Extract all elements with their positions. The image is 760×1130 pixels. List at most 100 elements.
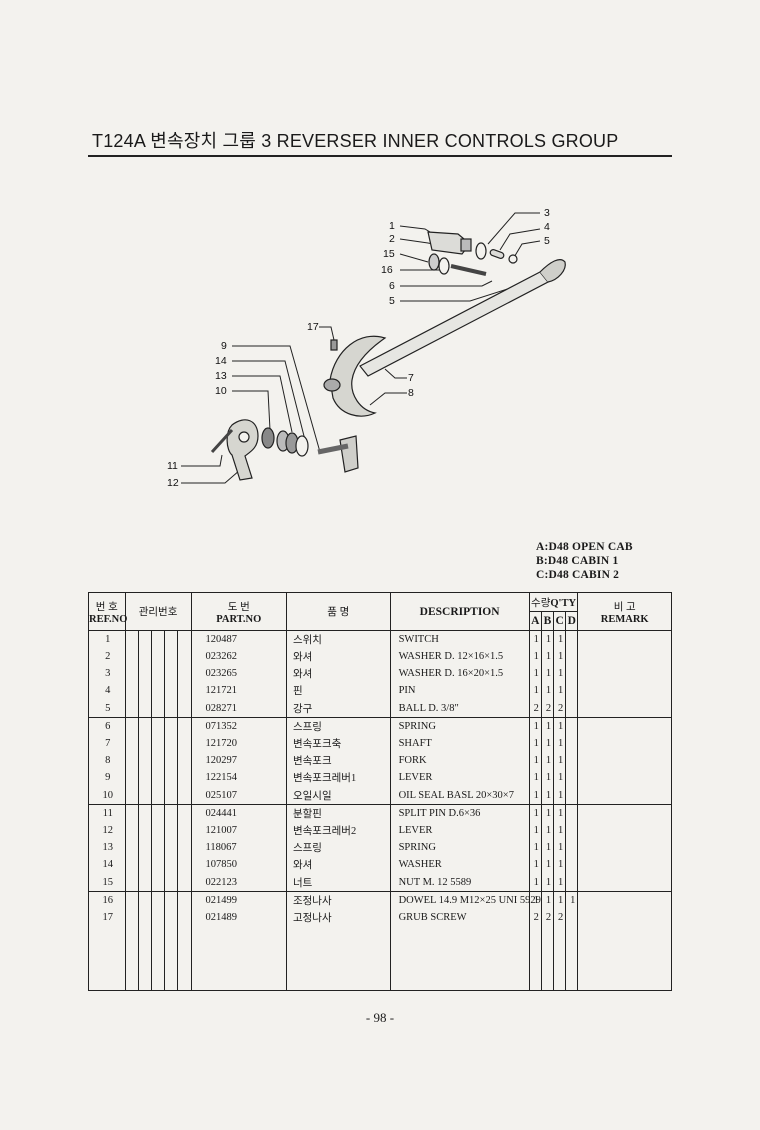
mgmt-cell-2 (137, 630, 152, 648)
qty-d-cell (565, 822, 579, 839)
header-mgmt: 관리번호 (124, 592, 192, 631)
ref-cell: 12 (88, 822, 126, 839)
callout-label: 8 (408, 387, 414, 399)
mgmt-cell-2 (137, 735, 152, 752)
mgmt-cell-3 (150, 822, 166, 839)
mgmt-cell-2 (137, 839, 152, 856)
header-part-kr: 도 번 (227, 601, 250, 613)
remark-cell (577, 665, 672, 682)
mgmt-cell-3 (150, 873, 166, 892)
description-cell: NUT M. 12 5589 (389, 873, 530, 892)
page-number: - 98 - (365, 1010, 395, 1025)
remark-cell (577, 630, 672, 648)
part-no-cell: 120487 (190, 630, 287, 648)
qty-b-cell: 1 (540, 752, 555, 769)
callout-label: 9 (221, 340, 227, 352)
name-kr-cell: 분할핀 (285, 804, 391, 822)
callout-label: 16 (381, 264, 393, 276)
empty-cell (137, 926, 152, 991)
empty-cell (150, 926, 166, 991)
callout-label: 5 (389, 295, 395, 307)
part-no-cell: 121721 (190, 682, 287, 699)
qty-b-cell: 1 (540, 648, 555, 665)
qty-c-cell: 1 (553, 822, 567, 839)
qty-c-cell: 1 (553, 873, 567, 892)
qty-a-cell: 1 (528, 804, 542, 822)
header-qty-en: Q'TY (550, 597, 577, 609)
name-kr-cell: 변속포크레버1 (285, 769, 391, 786)
mgmt-cell-2 (137, 717, 152, 735)
qty-b-cell: 1 (540, 891, 555, 909)
mgmt-cell-2 (137, 873, 152, 892)
qty-a-cell: 1 (528, 822, 542, 839)
remark-cell (577, 804, 672, 822)
qty-d-cell (565, 699, 579, 718)
part-no-cell: 024441 (190, 804, 287, 822)
qty-b-cell: 1 (540, 717, 555, 735)
empty-cell (577, 926, 672, 991)
remark-cell (577, 873, 672, 892)
qty-b-cell: 2 (540, 699, 555, 718)
mgmt-cell-5 (177, 839, 192, 856)
mgmt-cell-4 (164, 648, 179, 665)
description-cell: BALL D. 3/8" (389, 699, 530, 718)
qty-d-cell (565, 648, 579, 665)
mgmt-cell-1 (124, 752, 139, 769)
qty-c-cell: 1 (553, 891, 567, 909)
mgmt-cell-1 (124, 856, 139, 873)
mgmt-cell-1 (124, 630, 139, 648)
remark-cell (577, 891, 672, 909)
mgmt-cell-1 (124, 786, 139, 805)
mgmt-cell-5 (177, 648, 192, 665)
qty-d-cell (565, 769, 579, 786)
name-kr-cell: 스프링 (285, 717, 391, 735)
mgmt-cell-5 (177, 769, 192, 786)
mgmt-cell-3 (150, 682, 166, 699)
description-cell: WASHER (389, 856, 530, 873)
ref-cell: 10 (88, 786, 126, 805)
name-kr-cell: 와셔 (285, 665, 391, 682)
callout-label: 7 (408, 372, 414, 384)
header-qty-kr: 수량 (531, 597, 551, 609)
ref-cell: 9 (88, 769, 126, 786)
part-no-cell: 118067 (190, 839, 287, 856)
qty-b-cell: 1 (540, 735, 555, 752)
mgmt-cell-4 (164, 752, 179, 769)
callout-label: 6 (389, 280, 395, 292)
mgmt-cell-2 (137, 699, 152, 718)
qty-b-cell: 1 (540, 856, 555, 873)
callout-label: 12 (167, 477, 179, 489)
mgmt-cell-4 (164, 735, 179, 752)
header-remark-kr: 비 고 (613, 601, 636, 613)
description-cell: DOWEL 14.9 M12×25 UNI 5929 (389, 891, 541, 909)
empty-cell (124, 926, 139, 991)
ref-cell: 1 (88, 630, 126, 648)
mgmt-cell-5 (177, 630, 192, 648)
ref-cell: 14 (88, 856, 126, 873)
qty-a-cell: 1 (528, 873, 542, 892)
legend-b: B:D48 CABIN 1 (536, 555, 619, 567)
mgmt-cell-3 (150, 717, 166, 735)
empty-cell (540, 926, 555, 991)
ref-cell: 4 (88, 682, 126, 699)
qty-a-cell: 1 (528, 630, 542, 648)
ref-cell: 2 (88, 648, 126, 665)
qty-c-cell: 1 (553, 752, 567, 769)
remark-cell (577, 699, 672, 718)
qty-b-cell: 1 (540, 769, 555, 786)
qty-c-cell: 2 (553, 699, 567, 718)
mgmt-cell-5 (177, 699, 192, 718)
qty-b-cell: 1 (540, 804, 555, 822)
qty-c-cell: 1 (553, 717, 567, 735)
name-kr-cell: 너트 (285, 873, 391, 892)
description-cell: WASHER D. 16×20×1.5 (389, 665, 530, 682)
mgmt-cell-5 (177, 822, 192, 839)
name-kr-cell: 오일시일 (285, 786, 391, 805)
